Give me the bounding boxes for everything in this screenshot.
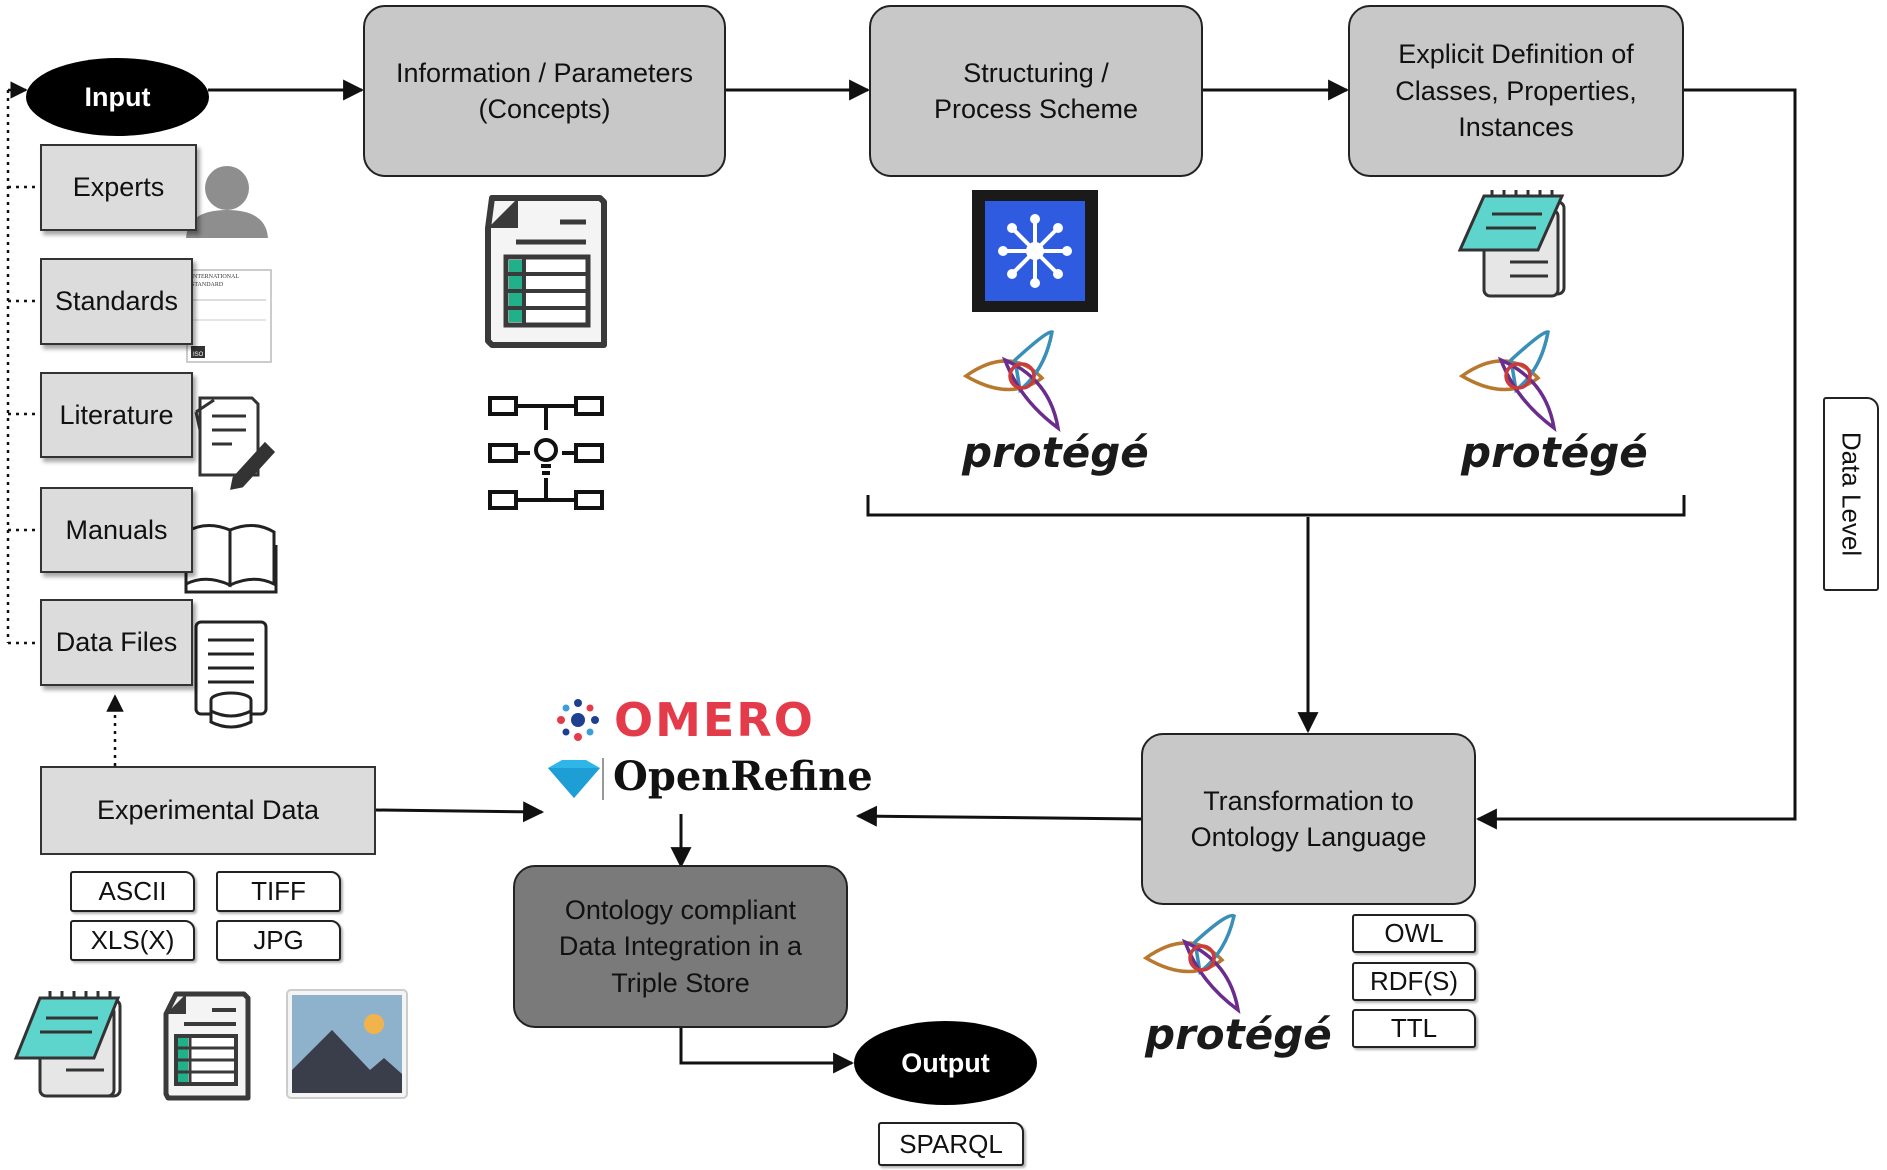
format-tag-tiff: TIFF (216, 871, 341, 912)
step-line: Information / Parameters (395, 57, 694, 88)
step-structuring: Structuring / Process Scheme (869, 5, 1203, 177)
protege-wordmark: protégé (1145, 1010, 1332, 1059)
spreadsheet-document-icon (163, 991, 251, 1101)
protege-wordmark: protégé (962, 428, 1149, 477)
person-icon (186, 166, 268, 238)
output-label: Output (901, 1047, 990, 1078)
notepad-icon (13, 991, 122, 1098)
format-tag-xlsx: XLS(X) (70, 920, 195, 961)
grouping-brace (866, 495, 1686, 517)
format-tag-rdfs: RDF(S) (1352, 962, 1476, 1001)
format-label: SPARQL (899, 1128, 1003, 1159)
openrefine-wordmark: OpenRefine (613, 752, 873, 802)
protege-logo (1142, 913, 1241, 1014)
source-connectors (6, 88, 124, 766)
format-label: TIFF (251, 876, 306, 906)
source-experts: Experts (40, 144, 197, 231)
output-node: Output (854, 1021, 1037, 1105)
data-level-label: Data Level (1836, 431, 1867, 557)
step-line: Triple Store (611, 967, 750, 998)
step-line: Transformation to (1203, 785, 1414, 816)
format-tag-jpg: JPG (216, 920, 341, 961)
standard-doc-line2: STANDARD (191, 282, 224, 288)
omero-text: OMERO (614, 693, 815, 747)
source-data-files: Data Files (40, 599, 193, 686)
step-line: Process Scheme (933, 94, 1139, 124)
format-tag-ttl: TTL (1352, 1009, 1476, 1048)
format-label: TTL (1390, 1013, 1438, 1043)
source-literature: Literature (40, 372, 193, 458)
source-label: Manuals (65, 514, 168, 545)
source-label: Data Files (55, 627, 178, 658)
open-book-icon (184, 524, 278, 594)
source-label: Literature (59, 399, 174, 430)
format-tag-owl: OWL (1352, 914, 1476, 953)
omero-wordmark: OMERO (614, 694, 815, 746)
step-line: Structuring / (963, 57, 1109, 88)
format-label: OWL (1384, 918, 1444, 948)
protege-logo (962, 330, 1061, 432)
step-line: Classes, Properties, (1395, 75, 1637, 106)
format-label: XLS(X) (90, 925, 175, 955)
standard-doc-line1: INTERNATIONAL (191, 274, 239, 280)
openrefine-text: OpenRefine (613, 753, 873, 800)
source-standards: Standards (40, 258, 193, 345)
omero-logo (557, 699, 599, 741)
notepad-icon (1457, 190, 1566, 298)
step-line: (Concepts) (478, 94, 611, 124)
openrefine-logo (548, 758, 604, 800)
source-manuals: Manuals (40, 487, 193, 573)
spreadsheet-document-icon (485, 195, 607, 348)
step-line: Data Integration in a (558, 931, 803, 962)
protege-logo (1458, 330, 1557, 432)
source-label: Standards (54, 286, 179, 317)
standard-doc-badge: ISO (193, 352, 204, 358)
format-label: RDF(S) (1369, 966, 1459, 996)
data-level-tag: Data Level (1823, 397, 1879, 591)
step-line: Ontology Language (1190, 822, 1427, 852)
input-label: Input (84, 81, 151, 112)
step-transformation: Transformation to Ontology Language (1141, 733, 1476, 905)
format-tag-ascii: ASCII (70, 871, 195, 912)
format-label: ASCII (98, 876, 167, 906)
input-node: Input (26, 58, 209, 136)
step-line: Explicit Definition of (1398, 39, 1634, 70)
standard-document-icon: INTERNATIONAL STANDARD ISO (186, 269, 272, 363)
experimental-data-label: Experimental Data (96, 795, 320, 826)
step-line: Instances (1458, 112, 1574, 143)
protege-wordmark: protégé (1461, 428, 1648, 477)
step-information-parameters: Information / Parameters (Concepts) (363, 5, 726, 177)
image-icon (286, 989, 408, 1099)
document-edit-icon (194, 396, 276, 490)
step-explicit-definition: Explicit Definition of Classes, Propertie… (1348, 5, 1684, 177)
source-label: Experts (72, 172, 165, 203)
network-graph-icon (972, 190, 1098, 312)
step-line: Ontology compliant (564, 894, 797, 925)
flow-arrows (208, 79, 1797, 1074)
format-label: JPG (253, 925, 304, 955)
file-database-icon (194, 620, 268, 729)
format-tag-sparql: SPARQL (878, 1122, 1024, 1166)
experimental-data-box: Experimental Data (40, 766, 376, 855)
mind-map-icon (488, 396, 604, 510)
